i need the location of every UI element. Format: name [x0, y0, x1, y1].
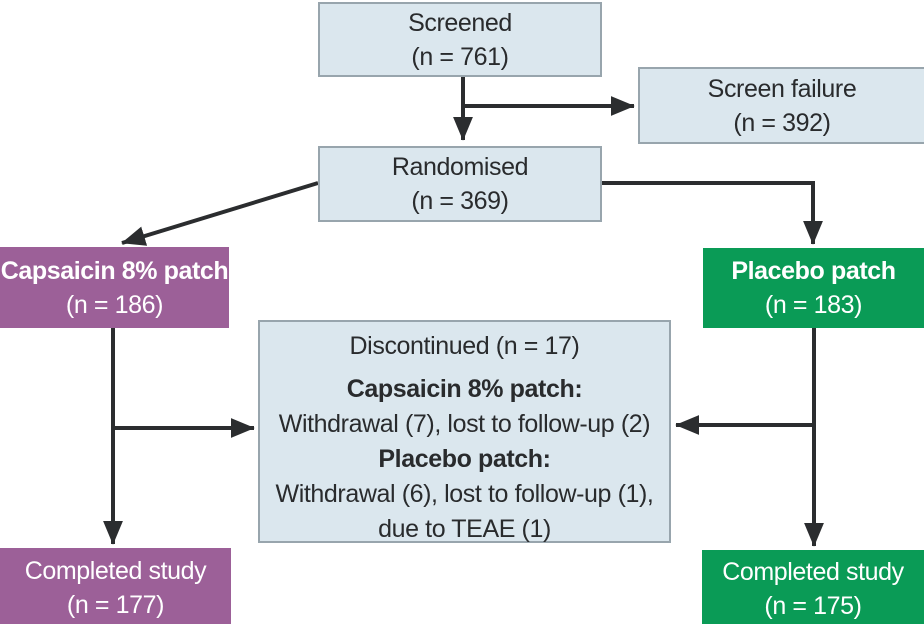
randomised-label: Randomised [391, 153, 529, 181]
capsaicin-arm-count: (n = 186) [65, 290, 164, 319]
screened-count: (n = 761) [411, 42, 509, 71]
screen-failure-count: (n = 392) [733, 108, 831, 137]
screen-failure-box: Screen failure (n = 392) [638, 67, 924, 144]
placebo-arm-box: Placebo patch (n = 183) [703, 248, 924, 328]
screened-label: Screened [408, 8, 512, 37]
completed-capsaicin-label: Completed study [24, 557, 207, 585]
arrow-randomised-to-placebo [602, 181, 823, 245]
discontinued-title: Discontinued (n = 17) [349, 332, 580, 360]
placebo-arm-label: Placebo patch [731, 257, 896, 285]
discontinued-placebo-label: Placebo patch: [378, 445, 551, 473]
completed-placebo-count: (n = 175) [764, 592, 862, 620]
completed-capsaicin-box: Completed study (n = 177) [0, 548, 231, 624]
completed-placebo-box: Completed study (n = 175) [702, 550, 924, 624]
capsaicin-arm-box: Capsaicin 8% patch (n = 186) [0, 247, 229, 328]
discontinued-capsaicin-label: Capsaicin 8% patch: [346, 375, 583, 403]
arrow-randomised-to-capsaicin [121, 181, 319, 246]
completed-placebo-label: Completed study [722, 558, 904, 586]
randomised-box: Randomised (n = 369) [318, 146, 602, 222]
randomised-count: (n = 369) [411, 187, 509, 215]
discontinued-placebo-detail-2: due to TEAE (1) [378, 515, 551, 543]
discontinued-capsaicin-detail: Withdrawal (7), lost to follow-up (2) [278, 410, 651, 438]
completed-capsaicin-count: (n = 177) [66, 591, 165, 619]
placebo-arm-count: (n = 183) [764, 291, 863, 319]
screened-box: Screened (n = 761) [318, 2, 602, 77]
screen-failure-label: Screen failure [707, 74, 857, 103]
discontinued-box: Discontinued (n = 17) Capsaicin 8% patch… [258, 320, 671, 543]
capsaicin-arm-label: Capsaicin 8% patch [0, 256, 229, 285]
discontinued-placebo-detail-1: Withdrawal (6), lost to follow-up (1), [275, 480, 654, 508]
